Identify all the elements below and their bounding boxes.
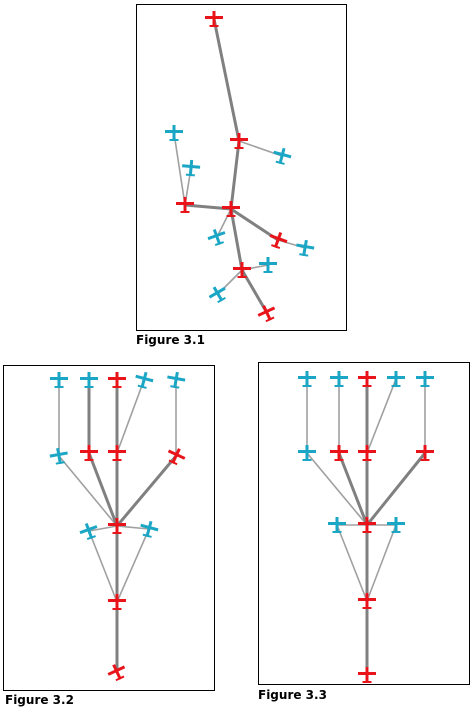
airplane-icon <box>358 593 376 609</box>
figure-3-2-caption: Figure 3.2 <box>5 693 74 707</box>
airplane-icon <box>269 231 288 250</box>
airplane-icon <box>107 664 126 682</box>
secondary-link <box>116 528 150 603</box>
figure-3-1-diagram <box>165 11 315 323</box>
airplane-icon <box>208 286 226 304</box>
airplane-icon <box>330 371 348 387</box>
primary-link <box>229 207 280 242</box>
airplane-icon <box>176 197 194 213</box>
airplane-icon <box>80 372 98 388</box>
airplane-icon <box>358 371 376 387</box>
airplane-icon <box>182 159 201 177</box>
figure-3-2-panel <box>3 365 215 691</box>
airplane-icon <box>108 594 126 610</box>
airplane-icon <box>257 305 276 323</box>
airplane-icon <box>230 133 248 149</box>
primary-link <box>337 451 369 527</box>
secondary-link <box>366 524 397 602</box>
airplane-icon <box>140 520 159 538</box>
airplane-icon <box>358 517 376 533</box>
airplane-icon <box>387 371 405 387</box>
primary-link <box>229 207 244 272</box>
figure-3-2-diagram <box>49 371 186 682</box>
airplane-icon <box>205 11 223 27</box>
airplane-icon <box>49 447 68 465</box>
airplane-icon <box>167 448 186 466</box>
secondary-link <box>88 525 118 532</box>
primary-link <box>365 451 427 527</box>
secondary-link <box>116 525 150 530</box>
airplane-icon <box>296 239 315 257</box>
airplane-icon <box>328 517 346 533</box>
secondary-link <box>58 455 118 527</box>
airplane-icon <box>135 371 154 389</box>
primary-link <box>212 17 241 143</box>
figure-3-3-diagram <box>298 371 434 683</box>
figure-3-3-caption: Figure 3.3 <box>258 688 327 702</box>
airplane-icon <box>165 125 183 141</box>
airplane-icon <box>80 445 98 461</box>
figure-3-1-panel <box>136 4 347 331</box>
airplane-icon <box>416 445 434 461</box>
primary-link <box>229 139 241 211</box>
figure-3-1-caption: Figure 3.1 <box>136 333 205 347</box>
airplane-icon <box>298 445 316 461</box>
airplane-icon <box>50 372 68 388</box>
airplane-icon <box>222 201 240 217</box>
airplane-icon <box>108 445 126 461</box>
airplane-icon <box>207 228 226 247</box>
airplane-icon <box>387 517 405 533</box>
primary-link <box>115 454 178 528</box>
airplane-icon <box>358 667 376 683</box>
airplane-icon <box>298 371 316 387</box>
airplane-icon <box>259 257 277 273</box>
airplane-icon <box>233 262 251 278</box>
primary-link <box>87 451 119 528</box>
secondary-link <box>88 530 118 603</box>
secondary-link <box>306 452 368 526</box>
airplane-icon <box>358 445 376 461</box>
secondary-link <box>116 379 145 454</box>
secondary-link <box>173 132 186 206</box>
airplane-icon <box>79 522 98 541</box>
secondary-link <box>336 524 368 602</box>
airplane-icon <box>167 371 186 389</box>
figure-3-3-panel <box>258 362 470 685</box>
secondary-link <box>366 378 397 454</box>
airplane-icon <box>273 147 292 165</box>
airplane-icon <box>108 372 126 388</box>
airplane-icon <box>330 445 348 461</box>
airplane-icon <box>416 371 434 387</box>
airplane-icon <box>108 518 126 534</box>
secondary-link <box>216 208 232 238</box>
